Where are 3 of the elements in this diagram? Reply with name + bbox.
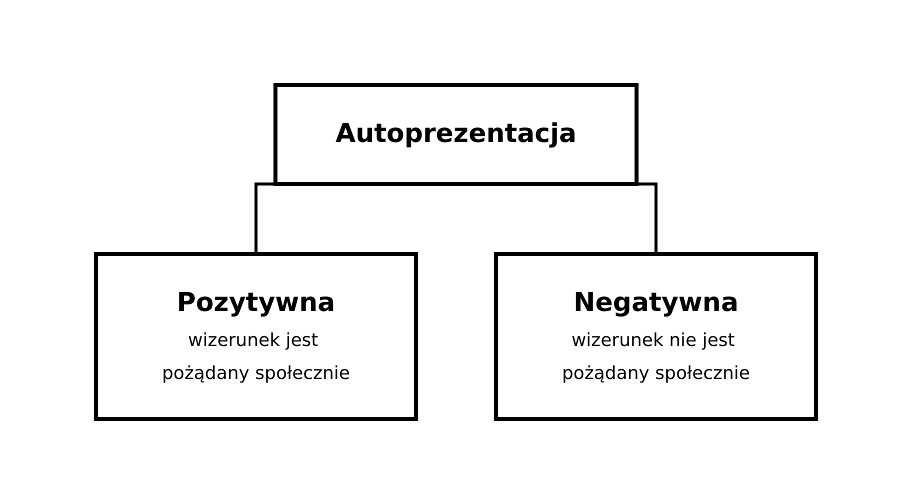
node-box: Pozytywna wizerunek jest pożądany społecznie xyxy=(94,252,418,421)
node-box: Autoprezentacja xyxy=(272,83,638,186)
node-box: Negatywna wizerunek nie jest pożądany społecznie xyxy=(494,252,818,421)
